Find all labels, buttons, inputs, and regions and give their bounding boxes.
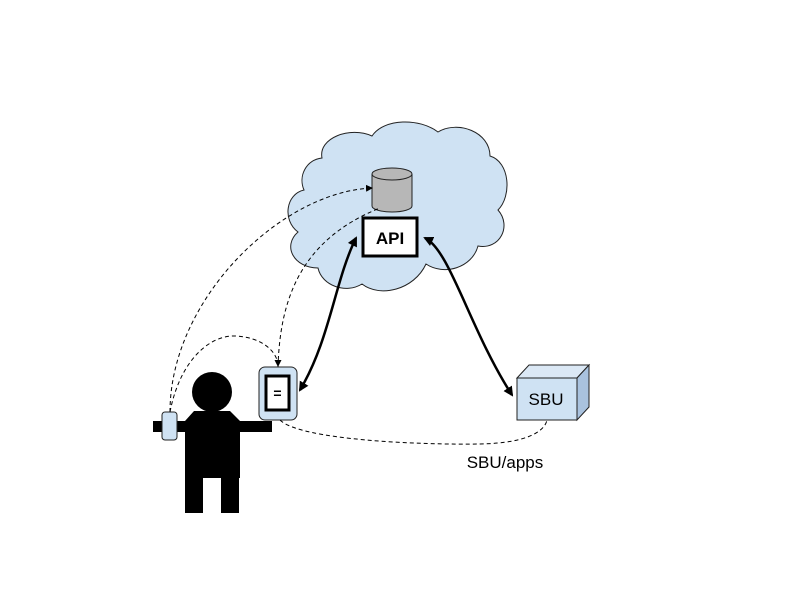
tablet-icon: =: [258, 366, 298, 421]
tablet-to-database-link: [277, 207, 381, 368]
sbu-label: SBU: [529, 390, 564, 409]
phone-to-database-link: [169, 184, 373, 413]
tablet-screen-label: =: [273, 385, 281, 401]
sbu-apps-label: SBU/apps: [467, 453, 544, 472]
phone-to-tablet-link: [169, 335, 282, 413]
phone-icon: [161, 411, 178, 441]
api-label: API: [376, 229, 404, 248]
api-sbu-arrow: [423, 236, 514, 397]
database-icon: [371, 167, 413, 213]
tablet-to-sbu-link: [279, 419, 548, 445]
person-icon: [153, 372, 272, 513]
sbu-box: SBU: [515, 363, 591, 422]
api-box: API: [361, 216, 419, 258]
tablet-api-arrow: [298, 236, 358, 392]
